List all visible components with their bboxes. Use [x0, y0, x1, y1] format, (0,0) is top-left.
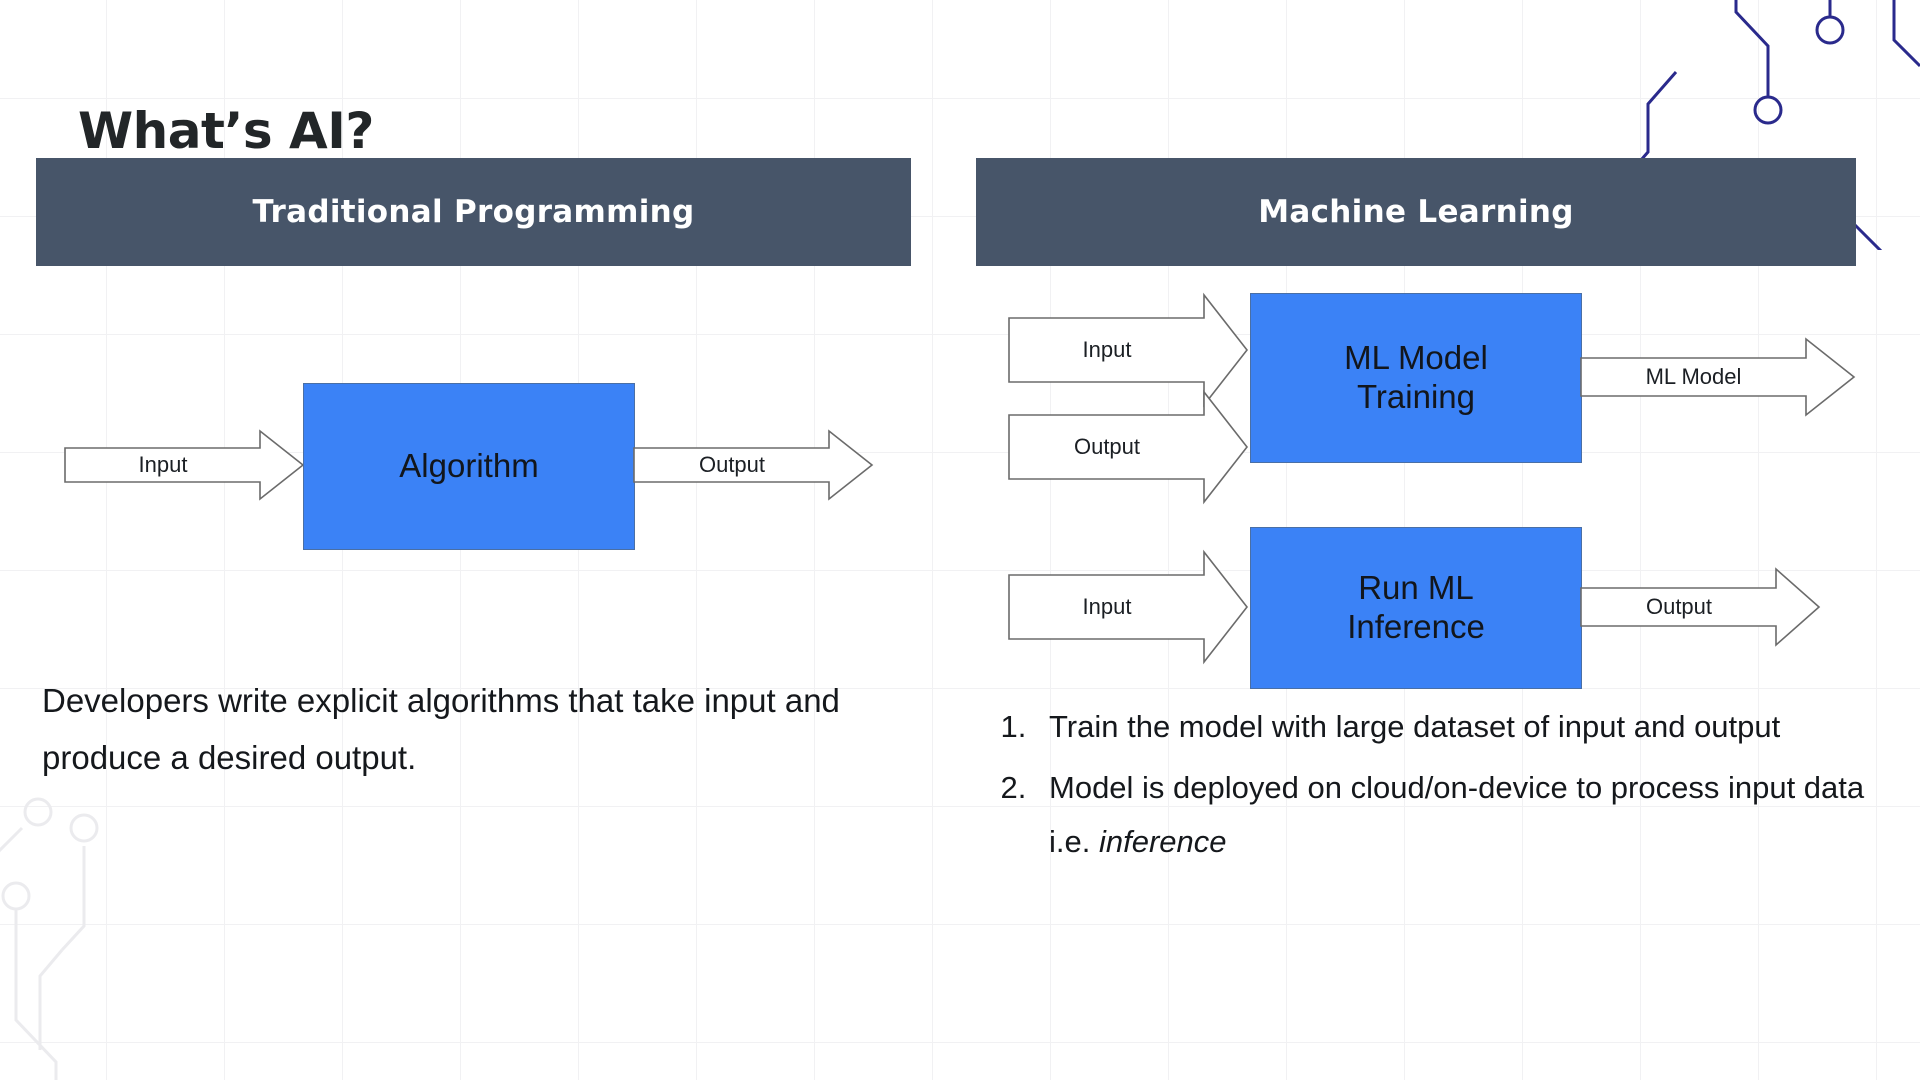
column-header-machine-learning: Machine Learning [976, 158, 1856, 266]
arrow-label-training-input: Input [1082, 337, 1132, 362]
process-box-ml-model-training: ML Model Training [1250, 293, 1582, 463]
process-box-algorithm: Algorithm [303, 383, 635, 550]
list-item: Model is deployed on cloud/on-device to … [1035, 761, 1865, 868]
arrow-input-to-inference: Input [1008, 549, 1249, 665]
arrow-output-to-training: Output [1008, 389, 1249, 505]
arrow-label-input-left: Input [138, 452, 188, 477]
process-box-algorithm-label: Algorithm [399, 447, 539, 485]
arrow-input-to-algorithm: Input [64, 429, 305, 501]
step-1-text: Train the model with large dataset of in… [1049, 709, 1781, 744]
page-title: What’s AI? [78, 101, 374, 160]
step-2-italic-term: inference [1098, 823, 1227, 859]
arrow-algorithm-to-output: Output [633, 429, 874, 501]
process-box-ml-model-training-line2: Training [1357, 378, 1475, 415]
step-2-text: Model is deployed on cloud/on-device to … [1049, 770, 1865, 859]
left-column-body-text: Developers write explicit algorithms tha… [42, 682, 840, 776]
process-box-ml-model-training-line1: ML Model [1344, 339, 1488, 377]
arrow-label-ml-model: ML Model [1645, 364, 1742, 389]
arrow-training-to-ml-model: ML Model [1580, 337, 1856, 417]
ml-steps-list: Train the model with large dataset of in… [975, 700, 1865, 868]
process-box-run-ml-inference: Run ML Inference [1250, 527, 1582, 689]
process-box-run-ml-inference-line1: Run ML [1358, 569, 1474, 607]
arrow-input-to-training: Input [1008, 292, 1249, 408]
arrow-label-output-left: Output [698, 452, 766, 477]
list-item: Train the model with large dataset of in… [1035, 700, 1865, 753]
arrow-inference-to-output: Output [1580, 567, 1821, 647]
process-box-run-ml-inference-line2: Inference [1347, 608, 1485, 645]
column-header-traditional-programming: Traditional Programming [36, 158, 911, 266]
arrow-label-training-output: Output [1073, 434, 1141, 459]
arrow-label-inference-input: Input [1082, 594, 1132, 619]
arrow-label-inference-output: Output [1645, 594, 1713, 619]
